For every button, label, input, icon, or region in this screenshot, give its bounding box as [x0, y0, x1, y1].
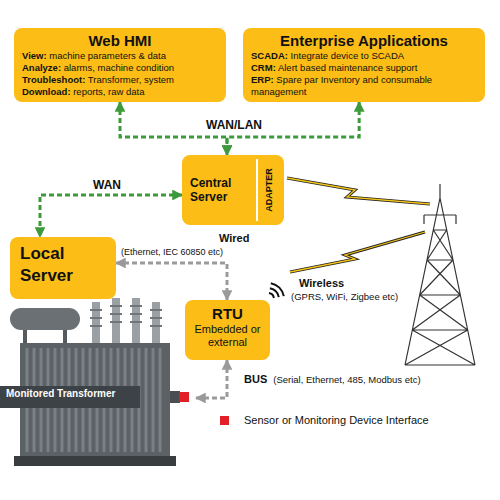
field-value: Transformer, system — [85, 74, 174, 85]
link-label: BUS — [243, 373, 268, 386]
transformer-base — [14, 456, 176, 466]
node-heading: Web HMI — [22, 32, 218, 50]
lightning-bolt — [287, 178, 430, 204]
lightning-bolt — [290, 232, 425, 272]
field-key: Download: — [22, 86, 71, 97]
field-value: Alert based maintenance support — [276, 62, 418, 73]
web-hmi-box: Web HMIView: machine parameters & dataAn… — [14, 28, 226, 102]
field-value: reports, raw data — [71, 86, 145, 97]
support-leg — [63, 330, 67, 343]
node-body: ERP: Spare par Inventory and consumable … — [251, 74, 477, 98]
node-body: CRM: Alert based maintenance support — [251, 62, 477, 74]
field-value: Spare par Inventory and consumable manag… — [251, 74, 432, 97]
field-key: View: — [22, 50, 47, 61]
node-body: Download: reports, raw data — [22, 86, 218, 98]
field-key: SCADA: — [251, 50, 288, 61]
node-body: View: machine parameters & data — [22, 50, 218, 62]
link-label: (Serial, Ethernet, 485, Modbus etc) — [272, 374, 421, 385]
rtu-box: RTUEmbedded or external — [185, 300, 270, 360]
wireless-link — [269, 178, 430, 298]
link-label: WAN — [92, 178, 122, 192]
lightning-bolt — [287, 178, 430, 204]
radio-tower — [405, 184, 475, 365]
legend-row: Sensor or Monitoring Device Interface — [220, 414, 429, 427]
legend-text: Sensor or Monitoring Device Interface — [244, 414, 429, 427]
node-heading: Enterprise Applications — [251, 32, 477, 50]
enterprise-box: Enterprise ApplicationsSCADA: Integrate … — [243, 28, 485, 102]
node-body: Embedded or external — [193, 323, 262, 349]
bushing — [92, 298, 160, 343]
support-leg — [23, 330, 27, 343]
field-key: ERP: — [251, 74, 274, 85]
transformer-figure: Monitored Transformer — [0, 298, 196, 470]
dashed-connector — [40, 195, 182, 237]
link-label: (GPRS, WiFi, Zigbee etc) — [290, 291, 399, 302]
transformer-picture — [0, 298, 189, 466]
dashed-connector — [196, 360, 227, 398]
field-value: alarms, machine condition — [61, 62, 174, 73]
link-label: WAN/LAN — [205, 118, 263, 132]
link-label: Wired — [218, 232, 250, 245]
server-box: ADAPTER Central Server — [182, 155, 284, 225]
field-key: Analyze: — [22, 62, 61, 73]
legend-swatch — [220, 416, 229, 425]
node-body: Troubleshoot: Transformer, system — [22, 74, 218, 86]
node-body: SCADA: Integrate device to SCADA — [251, 50, 477, 62]
node-body: Analyze: alarms, machine condition — [22, 62, 218, 74]
dashed-connector — [116, 263, 227, 300]
node-heading: RTU — [193, 305, 262, 323]
node-heading: Central Server — [190, 176, 254, 204]
link-label: (Ethernet, IEC 60850 etc) — [120, 247, 224, 258]
field-value: machine parameters & data — [47, 50, 166, 61]
adapter-box: ADAPTER — [256, 159, 280, 221]
bushing-rib — [90, 306, 162, 326]
link-label: Wireless — [298, 277, 345, 290]
node-heading: ADAPTER — [264, 168, 274, 212]
wifi-symbol — [269, 283, 284, 298]
node-heading: Monitored Transformer — [6, 388, 196, 400]
sensor-bracket — [170, 391, 180, 403]
field-value: Integrate device to SCADA — [288, 50, 404, 61]
field-key: Troubleshoot: — [22, 74, 85, 85]
lightning-bolt — [290, 232, 425, 272]
field-key: CRM: — [251, 62, 276, 73]
server-box: Local Server — [10, 237, 116, 299]
tower-lattice — [405, 184, 475, 365]
node-heading: Local Server — [20, 243, 106, 287]
sensor-interface — [179, 392, 189, 402]
conservator-tank — [10, 308, 80, 330]
